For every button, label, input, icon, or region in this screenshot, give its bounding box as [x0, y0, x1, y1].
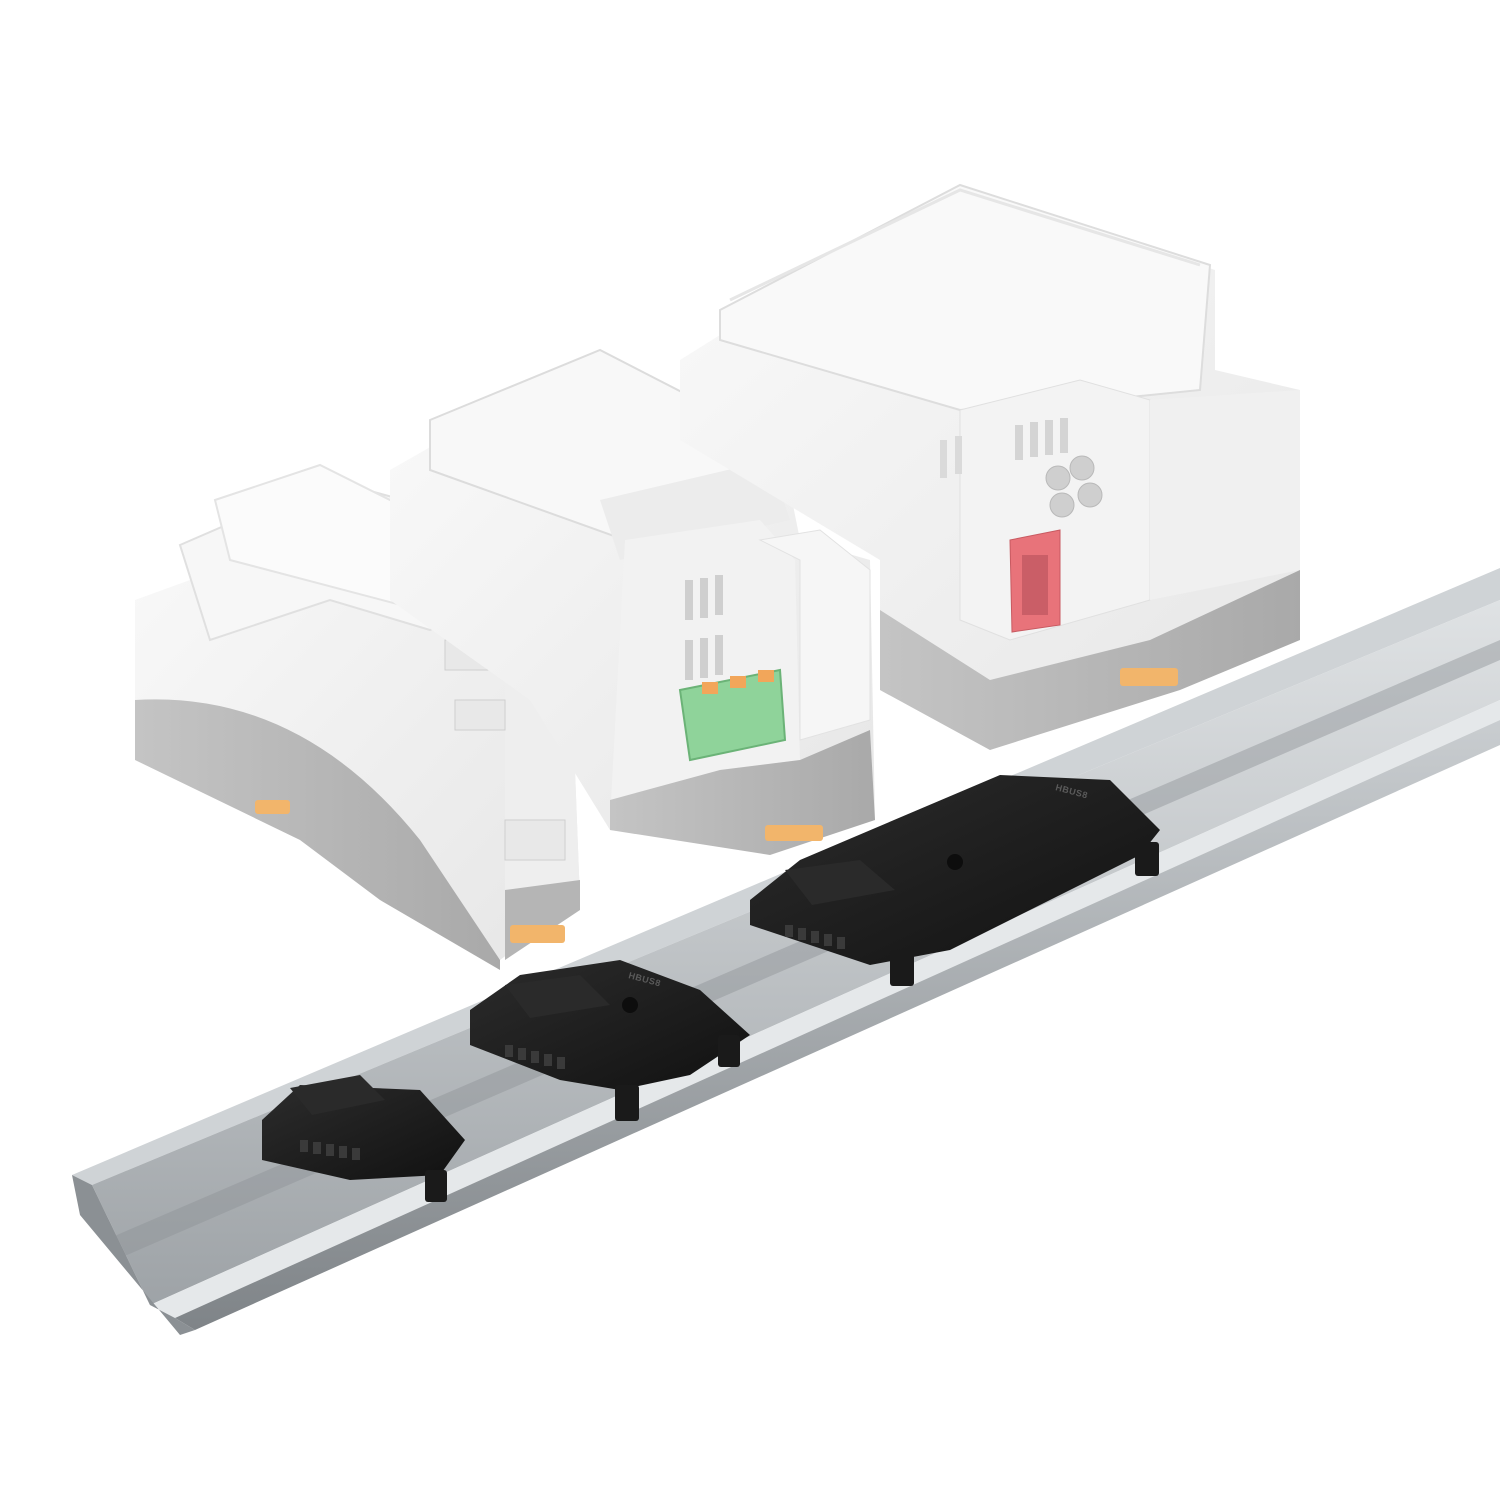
latch-orange: [1120, 668, 1178, 686]
housing-large: [680, 183, 1300, 750]
bus-connector-left: [262, 1075, 465, 1202]
latch-orange: [765, 825, 823, 841]
terminal-red: [1009, 529, 1061, 633]
latch-orange: [510, 925, 565, 943]
terminal-green: [678, 668, 787, 762]
bus-connector-middle: HBUS8: [470, 960, 750, 1121]
bus-connector-right: HBUS8: [750, 775, 1160, 986]
